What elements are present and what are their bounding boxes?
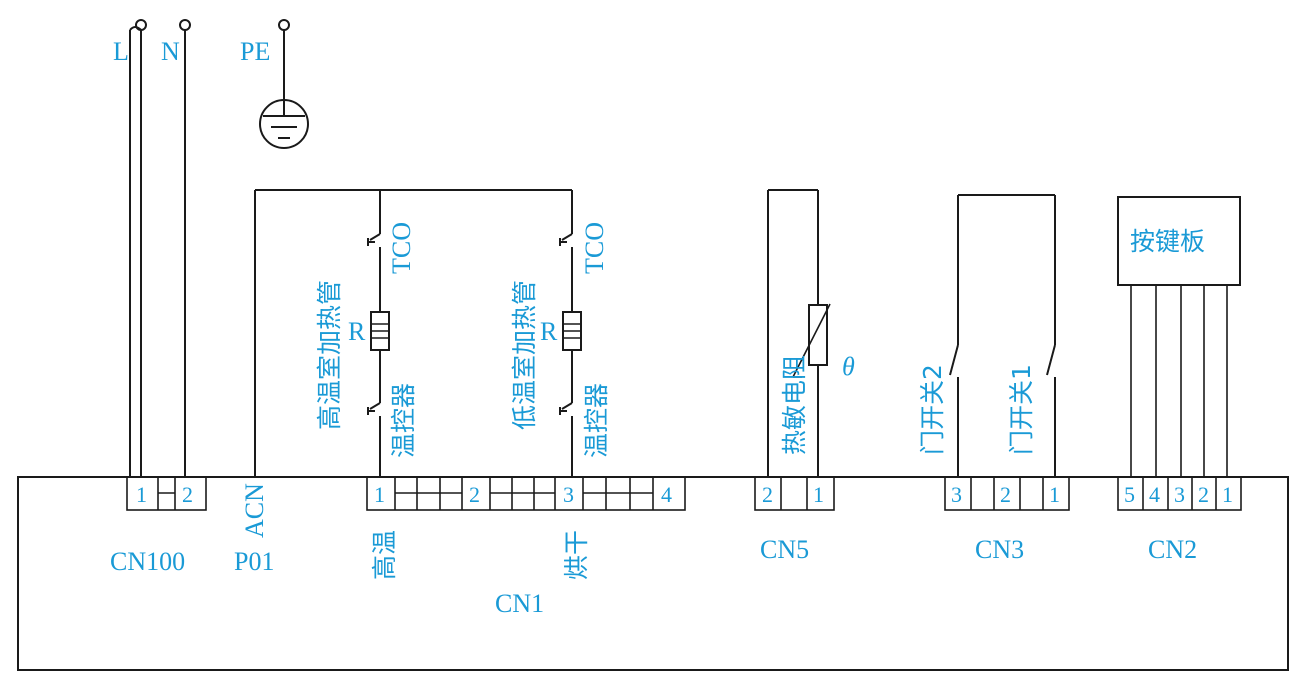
connector-cn3: 3 2 1 CN3	[944, 476, 1070, 564]
terminal-n-label: N	[161, 37, 180, 66]
high-tco-label: TCO	[387, 222, 416, 274]
cn1-label: CN1	[495, 589, 544, 618]
cn2-pin: 3	[1174, 482, 1185, 507]
acn-label: ACN	[240, 483, 269, 538]
cn1-pin: 1	[374, 482, 385, 507]
connector-cn5: 2 1 CN5	[754, 476, 835, 564]
terminal-l-label: L	[113, 37, 129, 66]
cn1-pin: 4	[661, 482, 672, 507]
cn5-label: CN5	[760, 535, 809, 564]
high-heater-branch: 高温室加热管 TCO R 温控器	[315, 190, 418, 477]
heater-network: 高温室加热管 TCO R 温控器	[254, 189, 611, 477]
tco-switch-icon	[367, 229, 381, 253]
cn1-pin1-label: 高温	[370, 530, 399, 580]
cn2-label: CN2	[1148, 535, 1197, 564]
cn5-pin: 1	[813, 482, 824, 507]
door-switch-2-icon	[949, 344, 959, 376]
cn5-pin: 2	[762, 482, 773, 507]
cn2-pin: 2	[1198, 482, 1209, 507]
low-heater-name: 低温室加热管	[510, 280, 539, 430]
thermostat-switch-icon	[559, 398, 573, 422]
door-switch-2-label: 门开关2	[918, 364, 947, 455]
keypad-label: 按键板	[1130, 227, 1205, 256]
thermistor: 热敏电阻 θ	[767, 189, 855, 477]
cn1-pin3-label: 烘干	[562, 530, 591, 580]
door-switch-1-icon	[1046, 344, 1056, 376]
cn1-pin: 2	[469, 482, 480, 507]
connector-cn100: 1 2 CN100	[110, 476, 207, 576]
terminal-pe-dot	[278, 19, 290, 31]
terminal-pe-label: PE	[240, 37, 270, 66]
cn1-pin: 3	[563, 482, 574, 507]
cn3-pin: 3	[951, 482, 962, 507]
thermostat-switch-icon	[367, 398, 381, 422]
high-heater-name: 高温室加热管	[315, 280, 344, 430]
thermistor-name: 热敏电阻	[780, 355, 809, 455]
cn100-pin: 2	[182, 482, 193, 507]
terminal-n-dot	[179, 19, 191, 31]
keypad: 按键板	[1117, 196, 1241, 477]
door-switches: 门开关2 门开关1	[918, 194, 1056, 477]
ground-icon	[259, 99, 309, 149]
low-tco-label: TCO	[580, 222, 609, 274]
thermistor-symbol: θ	[842, 352, 855, 381]
connector-cn2: 5 4 3 2 1 CN2	[1117, 476, 1242, 564]
cn3-pin: 2	[1000, 482, 1011, 507]
cn2-pin: 1	[1222, 482, 1233, 507]
cn2-pin: 5	[1124, 482, 1135, 507]
p01-label: P01	[234, 547, 274, 576]
cn100-pin: 1	[136, 482, 147, 507]
tco-switch-icon	[559, 229, 573, 253]
cn3-pin: 1	[1049, 482, 1060, 507]
resistor-icon	[370, 311, 390, 351]
mains-terminals: L N PE	[113, 19, 309, 477]
door-switch-1-label: 门开关1	[1007, 364, 1036, 455]
cn3-label: CN3	[975, 535, 1024, 564]
high-thermostat-label: 温控器	[389, 383, 418, 458]
keypad-box	[1117, 196, 1241, 286]
low-resistor-label: R	[540, 317, 558, 346]
high-resistor-label: R	[348, 317, 366, 346]
connector-acn: ACN P01	[234, 483, 274, 576]
low-heater-branch: 低温室加热管 TCO R 温控器	[510, 190, 611, 477]
connector-cn1: 1 2 3 4 高温 烘干 CN1	[366, 476, 686, 618]
resistor-icon	[562, 311, 582, 351]
low-thermostat-label: 温控器	[582, 383, 611, 458]
cn100-label: CN100	[110, 547, 185, 576]
cn2-pin: 4	[1149, 482, 1160, 507]
